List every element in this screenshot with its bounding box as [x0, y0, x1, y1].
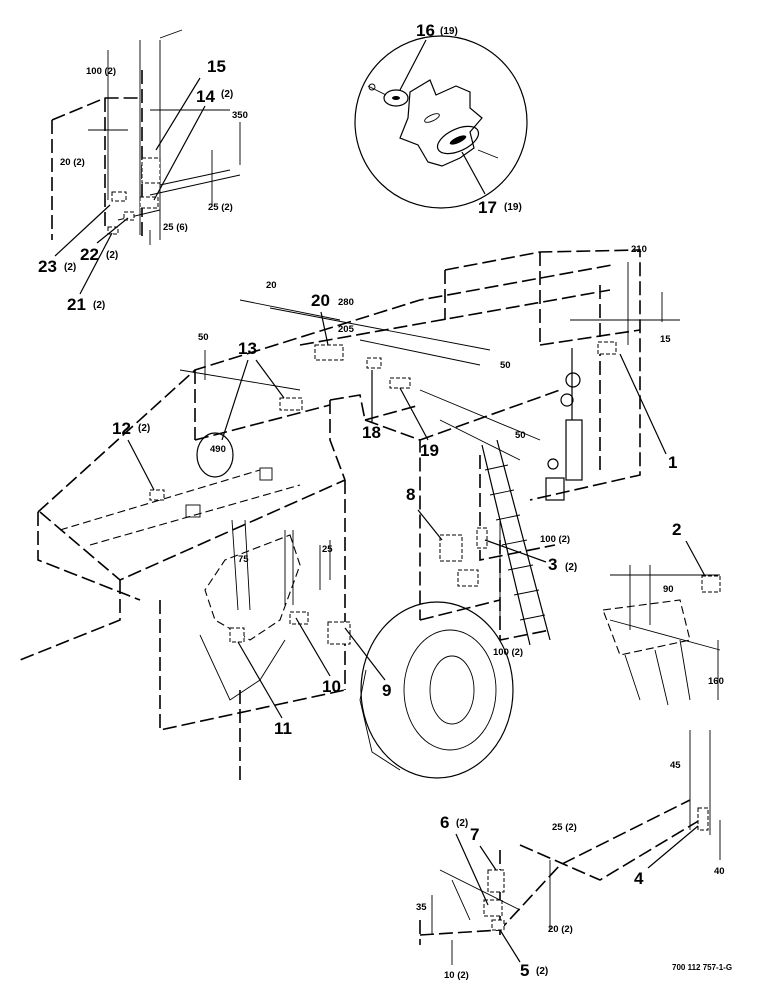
- callout-16-qty: (19): [440, 26, 458, 37]
- callout-10: 10: [322, 677, 341, 696]
- callout-19: 19: [420, 441, 439, 460]
- dim-100-2-b: 100 (2): [540, 534, 570, 545]
- dim-25-6: 25 (6): [163, 222, 188, 233]
- dim-40: 40: [714, 866, 725, 877]
- dim-210: 210: [631, 244, 647, 255]
- dim-25-2-b: 25 (2): [552, 822, 577, 833]
- baler-body: [19, 249, 721, 965]
- callout-18: 18: [362, 423, 381, 442]
- dim-160: 160: [708, 676, 724, 687]
- dim-50-c: 50: [515, 430, 526, 441]
- dim-280: 280: [338, 297, 354, 308]
- dim-205: 205: [338, 324, 355, 335]
- callout-6: 6: [440, 813, 449, 832]
- callout-17-qty: (19): [504, 202, 522, 213]
- detail-rivet-circle: 16 (19) 17 (19): [354, 21, 528, 217]
- dim-50-b: 50: [500, 360, 511, 371]
- callout-3: 3: [548, 555, 557, 574]
- callout-21-qty: (2): [93, 300, 105, 311]
- callout-15: 15: [207, 57, 226, 76]
- dim-50-a: 50: [198, 332, 209, 343]
- callout-5: 5: [520, 961, 529, 980]
- callout-5-qty: (2): [536, 966, 548, 977]
- callout-12-qty: (2): [138, 423, 150, 434]
- callout-12: 12: [112, 419, 131, 438]
- detail-decal-panel: 100 (2) 350 20 (2) 25 (2) 25 (6) 15 14 (…: [38, 29, 248, 314]
- callout-14-qty: (2): [221, 89, 233, 100]
- dim-10-2: 10 (2): [444, 970, 469, 981]
- callout-13: 13: [238, 339, 257, 358]
- callout-21: 21: [67, 295, 86, 314]
- callout-1: 1: [668, 453, 677, 472]
- dim-45: 45: [670, 760, 681, 771]
- callout-14: 14: [196, 87, 215, 106]
- dim-20: 20: [266, 280, 277, 291]
- dim-25: 25: [322, 544, 333, 555]
- dim-35: 35: [416, 902, 427, 913]
- callout-3-qty: (2): [565, 562, 577, 573]
- callout-22: 22: [80, 245, 99, 264]
- callout-16: 16: [416, 21, 435, 40]
- callout-9: 9: [382, 681, 391, 700]
- callout-6-qty: (2): [456, 818, 468, 829]
- callout-4: 4: [634, 869, 644, 888]
- callout-23: 23: [38, 257, 57, 276]
- callout-2: 2: [672, 520, 681, 539]
- dim-75: 75: [238, 554, 249, 565]
- dim-100-2-c: 100 (2): [493, 647, 523, 658]
- callout-20: 20: [311, 291, 330, 310]
- dim-350: 350: [232, 110, 248, 121]
- dim-20-2-b: 20 (2): [548, 924, 573, 935]
- reference-number: 700 112 757-1-G: [672, 963, 732, 972]
- callout-11: 11: [274, 719, 292, 738]
- dim-90: 90: [663, 584, 674, 595]
- callout-7: 7: [470, 825, 479, 844]
- dimensions: 210 15 20 280 205 50 50 50 490 100 (2) 2…: [198, 244, 725, 981]
- callouts: 1 2 3 (2) 4 5 (2) 6 (2) 7 8 9 10 11 12 (…: [112, 291, 706, 980]
- dim-15: 15: [660, 334, 671, 345]
- callout-17: 17: [478, 198, 497, 217]
- callout-8: 8: [406, 485, 415, 504]
- callout-22-qty: (2): [106, 250, 118, 261]
- dim-25-2: 25 (2): [208, 202, 233, 213]
- dim-20-2: 20 (2): [60, 157, 85, 168]
- dim-490: 490: [210, 444, 226, 455]
- callout-23-qty: (2): [64, 262, 76, 273]
- dim-100-2: 100 (2): [86, 66, 116, 77]
